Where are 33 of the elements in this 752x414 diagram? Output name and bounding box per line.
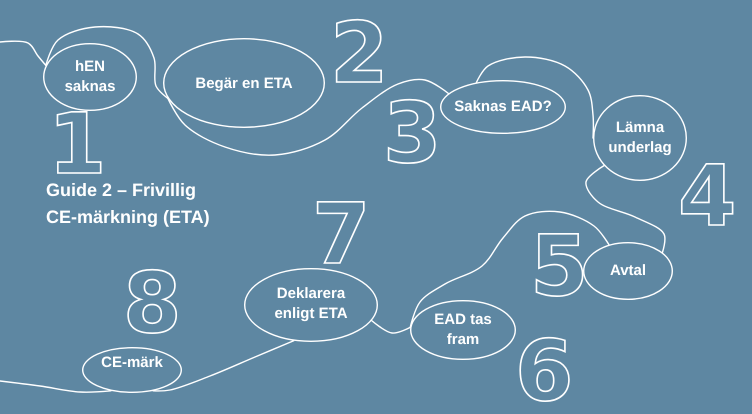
connector-line xyxy=(0,40,47,66)
step-bubble xyxy=(163,38,325,128)
step-bubble xyxy=(440,80,566,134)
step-number: 5 xyxy=(529,230,590,304)
step-label: Lämna underlag xyxy=(607,118,673,158)
step-label: Avtal xyxy=(610,261,646,281)
step-label: hEN saknas xyxy=(64,57,116,97)
step-label: Begär en ETA xyxy=(195,74,293,94)
step-bubble xyxy=(244,268,378,342)
step-label: EAD tas fram xyxy=(433,310,493,350)
step-number: 6 xyxy=(514,335,574,409)
step-number: 1 xyxy=(48,108,106,182)
step-bubble xyxy=(82,347,182,393)
connector-line xyxy=(410,210,610,328)
step-number: 4 xyxy=(677,160,738,234)
step-bubble xyxy=(410,300,516,360)
step-label: Deklarera enligt ETA xyxy=(273,284,349,324)
connector-line xyxy=(371,320,411,334)
step-bubble xyxy=(43,43,137,111)
connector-line xyxy=(45,26,169,100)
connector-line xyxy=(585,164,666,254)
step-number: 8 xyxy=(122,267,182,341)
connector-line xyxy=(0,380,112,393)
step-number: 3 xyxy=(382,97,442,171)
step-label: CE-märk xyxy=(101,353,163,373)
connector-line xyxy=(152,340,294,392)
connector-line xyxy=(476,56,594,139)
step-label: Saknas EAD? xyxy=(454,97,552,117)
step-number: 2 xyxy=(329,17,388,91)
connector-line xyxy=(167,78,450,156)
step-bubble xyxy=(583,242,673,300)
step-number: 7 xyxy=(311,198,372,272)
guide-title: Guide 2 – Frivillig CE-märkning (ETA) xyxy=(46,179,211,229)
